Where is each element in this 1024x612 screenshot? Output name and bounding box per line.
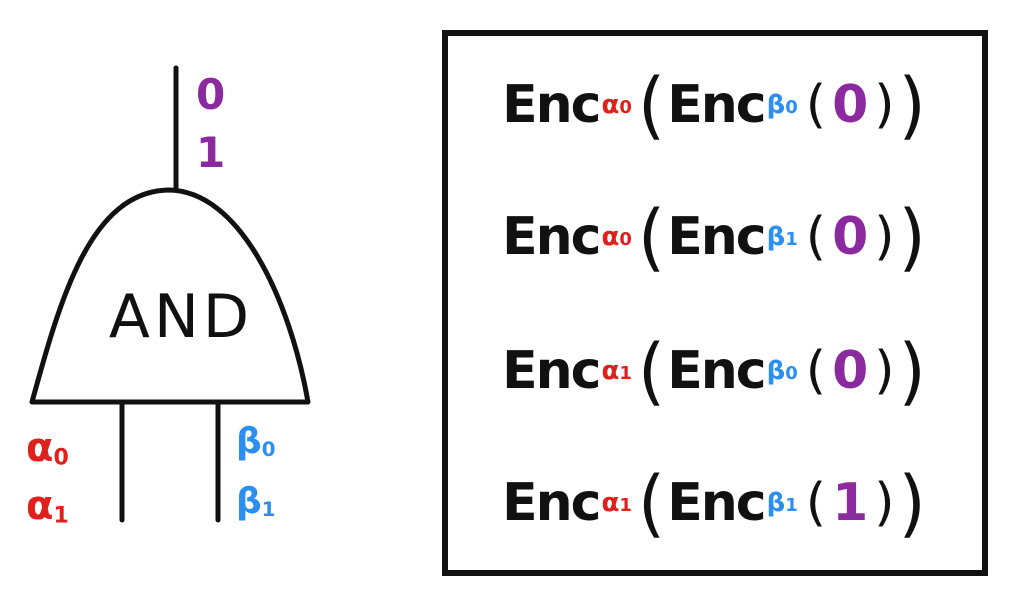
open-paren: ( xyxy=(637,193,666,281)
close-paren-inner: ) xyxy=(874,75,895,135)
alpha-index: 1 xyxy=(619,363,632,384)
alpha-label-1: α1 xyxy=(26,486,69,527)
alpha-symbol: α xyxy=(26,483,54,529)
enc-outer: Enc xyxy=(502,341,601,401)
output-bit: 1 xyxy=(832,473,869,533)
enc-inner: Enc xyxy=(667,341,766,401)
close-paren: ) xyxy=(898,459,926,547)
close-paren-inner: ) xyxy=(874,473,895,533)
enc-outer: Enc xyxy=(502,75,601,135)
alpha-symbol: α xyxy=(601,356,620,386)
beta-index: 1 xyxy=(785,229,798,250)
alpha-index: 1 xyxy=(619,495,632,516)
close-paren: ) xyxy=(898,61,926,149)
and-gate-drawing xyxy=(29,65,311,523)
enc-outer: Enc xyxy=(502,207,601,267)
alpha-symbol: α xyxy=(601,488,620,518)
output-bit: 0 xyxy=(832,207,869,267)
close-paren-inner: ) xyxy=(874,341,895,401)
close-paren-inner: ) xyxy=(874,207,895,267)
beta-index: 0 xyxy=(785,363,798,384)
output-label-0: 0 xyxy=(196,70,226,119)
beta-symbol: β xyxy=(766,488,786,518)
gate-label: AND xyxy=(108,282,254,352)
open-paren: ( xyxy=(637,327,666,415)
alpha-index: 0 xyxy=(619,229,632,250)
alpha-key-subscript: α0 xyxy=(602,222,632,252)
beta-key-subscript: β0 xyxy=(767,356,798,386)
and-gate-body xyxy=(29,187,311,405)
enc-inner: Enc xyxy=(667,75,766,135)
alpha-symbol: α xyxy=(601,90,620,120)
open-paren-inner: ( xyxy=(805,473,827,533)
beta-symbol: β xyxy=(236,481,262,522)
beta-key-subscript: β1 xyxy=(767,488,798,518)
alpha-index: 0 xyxy=(619,97,632,118)
alpha-key-subscript: α1 xyxy=(602,356,632,386)
alpha-subscript: 0 xyxy=(53,445,69,471)
open-paren: ( xyxy=(637,459,666,547)
beta-subscript: 1 xyxy=(261,497,276,521)
beta-symbol: β xyxy=(236,421,262,462)
alpha-key-subscript: α0 xyxy=(602,90,632,120)
beta-label-1: β1 xyxy=(236,484,276,520)
enc-inner: Enc xyxy=(667,473,766,533)
open-paren: ( xyxy=(637,61,666,149)
close-paren: ) xyxy=(898,327,926,415)
alpha-label-0: α0 xyxy=(26,428,69,469)
alpha-key-subscript: α1 xyxy=(602,488,632,518)
open-paren-inner: ( xyxy=(805,75,827,135)
beta-symbol: β xyxy=(766,90,786,120)
enc-inner: Enc xyxy=(667,207,766,267)
alpha-subscript: 1 xyxy=(53,503,69,529)
alpha-symbol: α xyxy=(601,222,620,252)
beta-key-subscript: β0 xyxy=(767,90,798,120)
output-label-1: 1 xyxy=(196,128,226,177)
enc-outer: Enc xyxy=(502,473,601,533)
beta-index: 0 xyxy=(785,97,798,118)
open-paren-inner: ( xyxy=(805,207,827,267)
beta-index: 1 xyxy=(785,495,798,516)
beta-subscript: 0 xyxy=(261,437,276,461)
beta-label-0: β0 xyxy=(236,424,276,460)
close-paren: ) xyxy=(898,193,926,281)
output-bit: 0 xyxy=(832,75,869,135)
beta-key-subscript: β1 xyxy=(767,222,798,252)
alpha-symbol: α xyxy=(26,425,54,471)
open-paren-inner: ( xyxy=(805,341,827,401)
beta-symbol: β xyxy=(766,222,786,252)
beta-symbol: β xyxy=(766,356,786,386)
output-bit: 0 xyxy=(832,341,869,401)
